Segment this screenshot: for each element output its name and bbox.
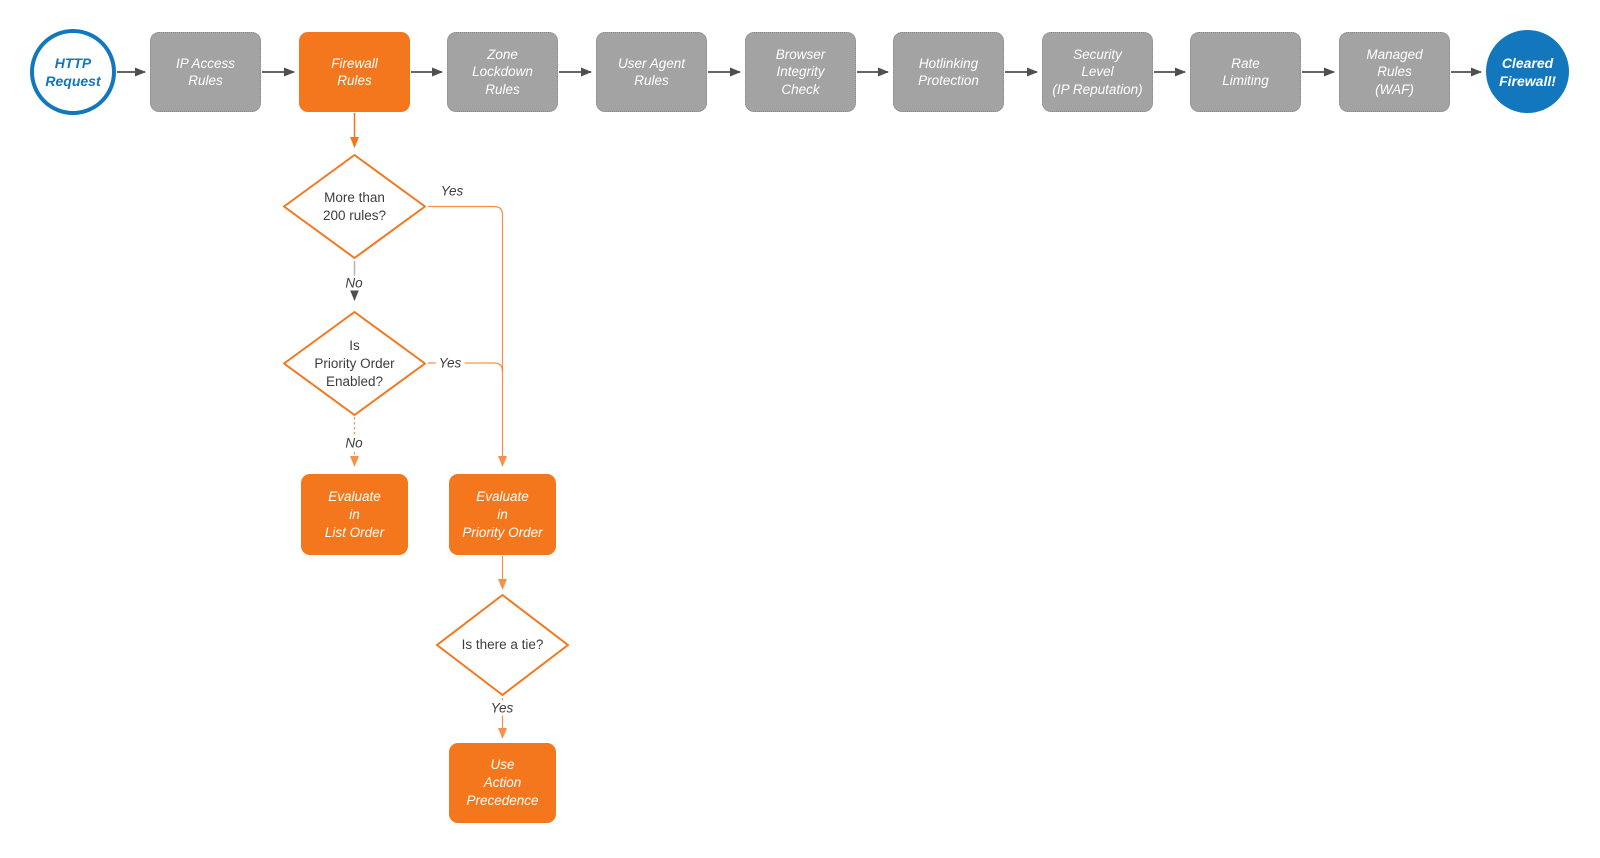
process-label: Use Action Precedence [466, 757, 539, 808]
decision-priority-order-enabled: Is Priority Order Enabled? [282, 310, 427, 417]
end-node-label: Cleared Firewall! [1499, 54, 1556, 89]
stage-label: Rate Limiting [1222, 55, 1269, 89]
edge-decision-rule-count-yes [428, 205, 507, 467]
stage-hotlinking-protection: Hotlinking Protection [893, 32, 1004, 112]
diamond-shape [283, 311, 426, 416]
stage-rate-limiting: Rate Limiting [1190, 32, 1301, 112]
stage-label: Hotlinking Protection [918, 55, 979, 89]
edge-label-yes: Yes [437, 183, 467, 199]
stage-label: Security Level (IP Reputation) [1052, 46, 1143, 97]
stage-label: Managed Rules (WAF) [1366, 46, 1423, 97]
stage-browser-integrity-check: Browser Integrity Check [745, 32, 856, 112]
decision-question: Is Priority Order Enabled? [314, 337, 395, 389]
decision-more-than-200-rules: More than 200 rules? [282, 153, 427, 260]
stage-label: Firewall Rules [331, 55, 378, 89]
process-evaluate-in-priority-order: Evaluate in Priority Order [449, 474, 556, 555]
stage-label: IP Access Rules [175, 55, 236, 89]
process-label: Evaluate in List Order [324, 488, 385, 540]
decision-question: More than 200 rules? [322, 189, 387, 223]
start-node-label: HTTP Request [45, 55, 101, 89]
start-node-http-request: HTTP Request [30, 29, 116, 115]
stage-managed-rules-waf: Managed Rules (WAF) [1339, 32, 1450, 112]
stage-user-agent-rules: User Agent Rules [596, 32, 707, 112]
stage-zone-lockdown-rules: Zone Lockdown Rules [447, 32, 558, 112]
stage-firewall-rules: Firewall Rules [299, 32, 410, 112]
stage-label: Zone Lockdown Rules [472, 46, 533, 97]
decision-question: Is there a tie? [461, 637, 544, 652]
edge-label-yes: Yes [487, 700, 517, 716]
process-label: Evaluate in Priority Order [462, 488, 543, 540]
edge-label-no: No [342, 275, 366, 291]
stage-security-level: Security Level (IP Reputation) [1042, 32, 1153, 112]
stage-ip-access-rules: IP Access Rules [150, 32, 261, 112]
diamond-shape [436, 594, 569, 696]
process-evaluate-in-list-order: Evaluate in List Order [301, 474, 408, 555]
process-use-action-precedence: Use Action Precedence [449, 743, 556, 823]
decision-is-there-a-tie: Is there a tie? [435, 593, 570, 697]
edge-label-no: No [342, 435, 366, 451]
stage-label: Browser Integrity Check [775, 46, 826, 97]
diamond-shape [283, 154, 426, 259]
end-node-cleared-firewall: Cleared Firewall! [1486, 30, 1569, 113]
stage-label: User Agent Rules [617, 55, 686, 89]
edge-label-yes: Yes [435, 355, 465, 371]
